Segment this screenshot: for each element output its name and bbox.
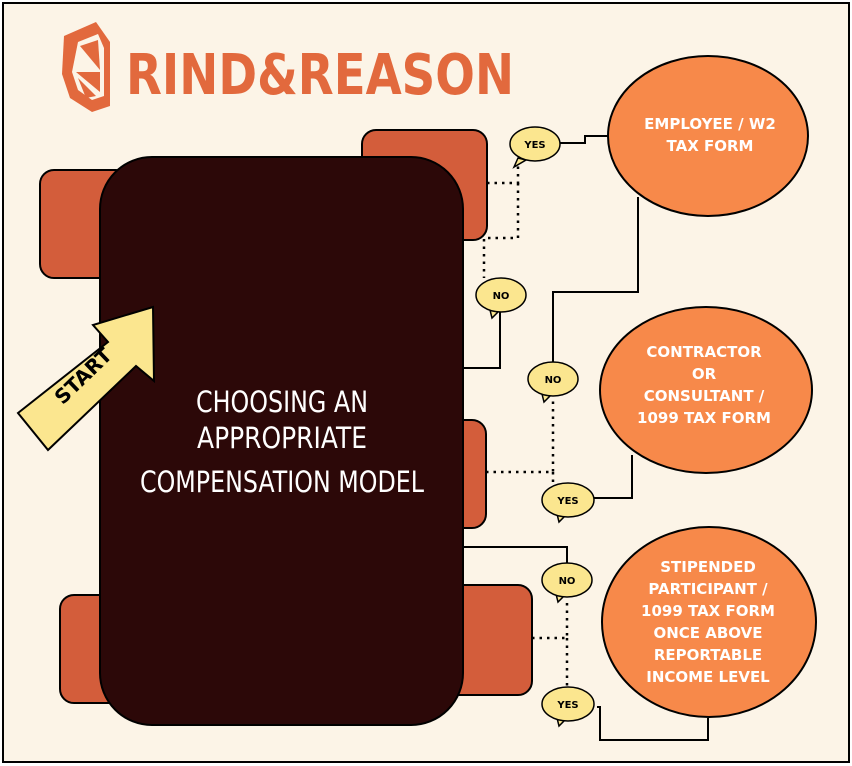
dotted-connectors: [482, 162, 569, 686]
outcome-stipend-line-5: REPORTABLE: [654, 646, 762, 664]
brand-name: RIND&REASON: [126, 43, 514, 108]
answer-bubble-no-2: NO: [527, 361, 579, 404]
main-title-line-2: APPROPRIATE: [197, 421, 367, 455]
outcome-employee: EMPLOYEE / W2 TAX FORM: [607, 55, 809, 217]
outcome-contractor: CONTRACTOR OR CONSULTANT / 1099 TAX FORM: [599, 306, 813, 474]
outcome-employee-line-1: EMPLOYEE / W2: [644, 115, 776, 133]
outcome-stipend-line-4: ONCE ABOVE: [653, 624, 762, 642]
answer-bubble-yes-3: YES: [541, 686, 595, 728]
outcome-stipend-line-3: 1099 TAX FORM: [641, 602, 775, 620]
outcome-contractor-line-1: CONTRACTOR: [646, 343, 762, 361]
answer-bubble-no-3: NO: [541, 562, 593, 604]
outcome-contractor-line-2: OR: [692, 365, 717, 383]
main-decision-box: [99, 156, 464, 726]
answer-no-1: NO: [493, 291, 510, 302]
main-title-line-3: COMPENSATION MODEL: [140, 465, 424, 499]
answer-bubble-yes-2: YES: [541, 482, 595, 524]
outcome-stipend-line-1: STIPENDED: [660, 558, 756, 576]
answer-bubble-yes-1: YES: [509, 126, 561, 169]
outcome-stipend-line-2: PARTICIPANT /: [648, 580, 768, 598]
main-title-line-1: CHOOSING AN: [196, 385, 368, 419]
answer-no-3: NO: [559, 576, 576, 587]
outcome-contractor-line-3: CONSULTANT /: [644, 387, 765, 405]
answer-bubble-no-1: NO: [475, 277, 527, 320]
answer-no-2: NO: [545, 375, 562, 386]
outcome-stipend: STIPENDED PARTICIPANT / 1099 TAX FORM ON…: [601, 526, 817, 718]
orange-slice-icon: [62, 22, 110, 112]
answer-yes-2: YES: [556, 496, 578, 507]
solid-connectors: [463, 135, 709, 741]
answer-yes-3: YES: [556, 700, 578, 711]
outcome-employee-line-2: TAX FORM: [667, 137, 754, 155]
outcome-stipend-line-6: INCOME LEVEL: [646, 668, 770, 686]
outcome-contractor-line-4: 1099 TAX FORM: [637, 409, 771, 427]
answer-yes-1: YES: [523, 140, 545, 151]
